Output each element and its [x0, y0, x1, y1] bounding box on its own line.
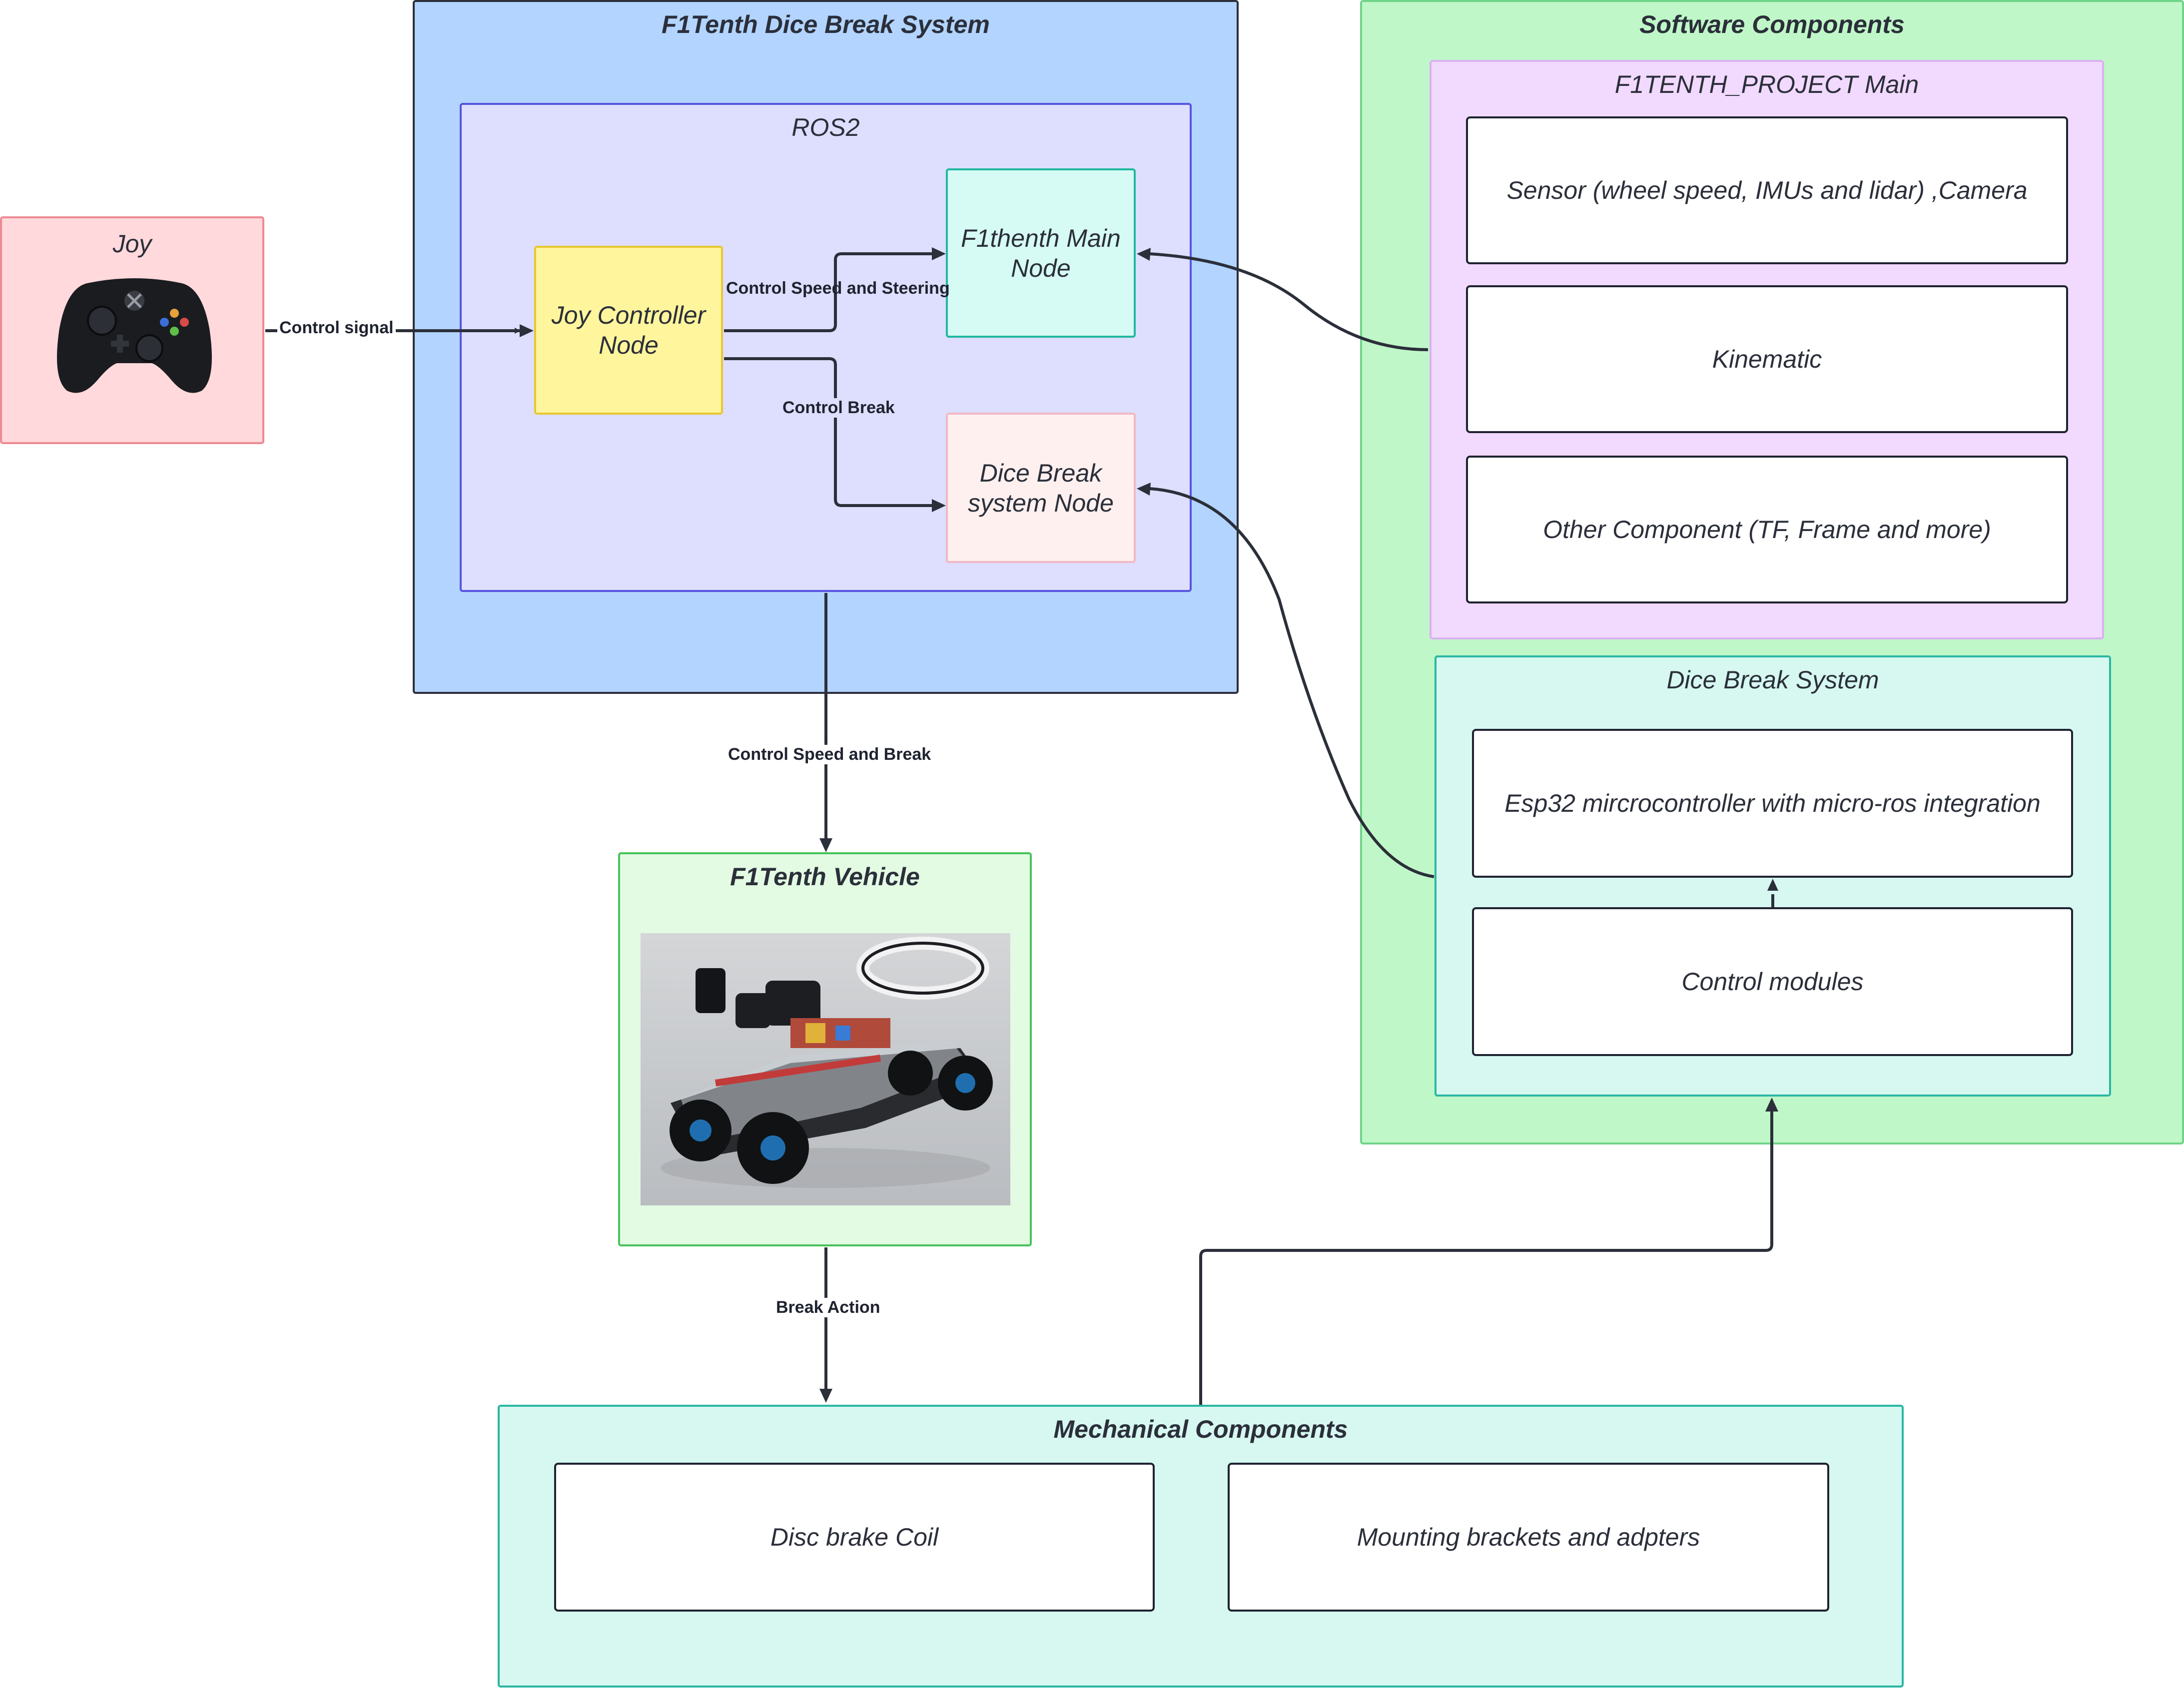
label-speed-break: Control Speed and Break — [726, 745, 933, 764]
disc-brake-coil: Disc brake Coil — [554, 1463, 1155, 1612]
arrowhead-main-node — [932, 247, 946, 260]
esp32-component: Esp32 mircrocontroller with micro-ros in… — [1472, 729, 2073, 878]
arrowhead-esp32 — [1767, 879, 1778, 891]
edge-dice-to-node — [1149, 487, 1435, 878]
edge-mech-to-software — [1199, 1112, 1773, 1405]
joy-container: Joy — [0, 216, 264, 444]
edge-speed-steering — [724, 252, 933, 332]
software-components-title: Software Components — [1639, 10, 1905, 38]
ros2-title: ROS2 — [791, 113, 860, 141]
arrowhead-dice-node — [932, 499, 946, 512]
dice-break-software-title: Dice Break System — [1666, 666, 1879, 694]
f1tenth-car-photo — [641, 933, 1010, 1205]
label-speed-steering: Control Speed and Steering — [726, 279, 950, 298]
arrowhead-dice-from-software — [1137, 483, 1151, 496]
gamepad-icon — [57, 278, 212, 393]
other-component: Other Component (TF, Frame and more) — [1466, 456, 2068, 603]
arrowhead-vehicle — [819, 838, 832, 852]
f1tenth-project-main-title: F1TENTH_PROJECT Main — [1614, 70, 1919, 98]
mechanical-components-title: Mechanical Components — [1053, 1415, 1348, 1443]
f1tenth-main-node: F1thenth Main Node — [946, 168, 1136, 338]
arrowhead-joy-node — [520, 324, 534, 337]
joy-title: Joy — [112, 230, 152, 258]
control-modules-component: Control modules — [1472, 907, 2073, 1056]
arrowhead-mechanical — [819, 1389, 832, 1403]
dice-break-system-title: F1Tenth Dice Break System — [662, 10, 990, 38]
label-control-signal: Control signal — [277, 318, 396, 338]
mounting-brackets: Mounting brackets and adpters — [1228, 1463, 1829, 1612]
sensor-component: Sensor (wheel speed, IMUs and lidar) ,Ca… — [1466, 116, 2068, 264]
arrowhead-main-from-project — [1137, 248, 1151, 261]
f1tenth-vehicle-title: F1Tenth Vehicle — [730, 863, 920, 891]
edge-control-break — [724, 357, 933, 507]
label-control-break: Control Break — [780, 398, 897, 418]
kinematic-component: Kinematic — [1466, 285, 2068, 433]
edge-project-to-main — [1149, 252, 1429, 351]
label-break-action: Break Action — [774, 1298, 882, 1317]
joy-controller-node: Joy Controller Node — [534, 246, 723, 415]
dice-break-system-node: Dice Break system Node — [946, 413, 1136, 563]
arrowhead-software-dice — [1765, 1098, 1778, 1112]
